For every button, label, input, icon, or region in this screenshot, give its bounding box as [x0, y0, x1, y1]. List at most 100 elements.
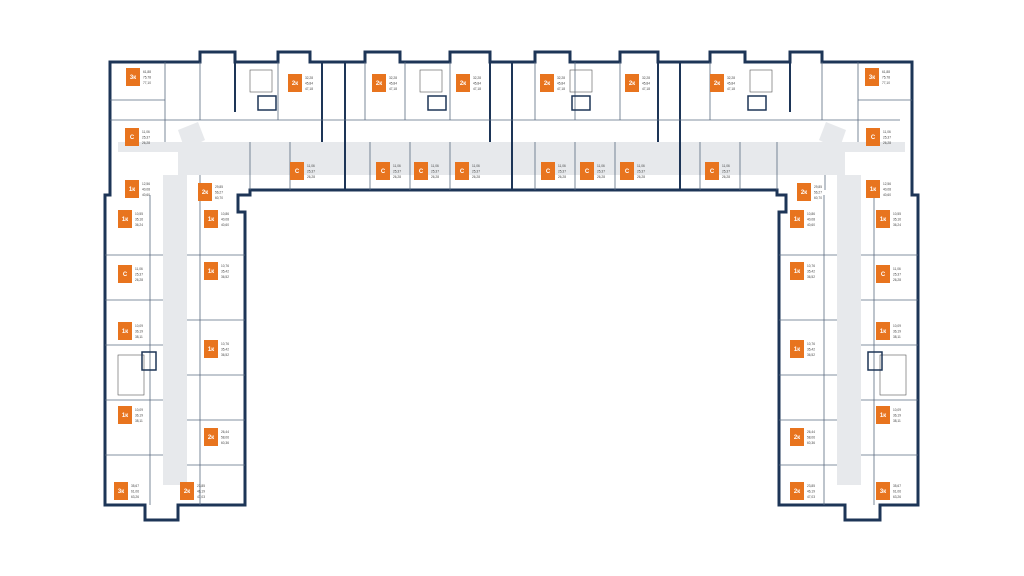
apartment-area: 40,08 [883, 188, 891, 192]
apartment-rooms: 3к [118, 489, 124, 495]
apartment-badge[interactable] [790, 482, 804, 500]
apartment-rooms: 1к [208, 347, 214, 353]
apartment-badge[interactable] [710, 74, 724, 92]
apartment-badge[interactable] [288, 74, 302, 92]
apartment-rooms: С [130, 135, 135, 141]
apartment-badge[interactable] [372, 74, 386, 92]
apartment-badge[interactable] [180, 482, 194, 500]
apartment-badge[interactable] [865, 68, 879, 86]
apartment-area: 10,09 [135, 324, 143, 328]
apartment-rooms: С [625, 169, 630, 175]
apartment-badge[interactable] [456, 74, 470, 92]
apartment-badge[interactable] [797, 183, 811, 201]
apartment-badge[interactable] [114, 482, 128, 500]
apartment-badge[interactable] [790, 262, 804, 280]
apartment-badge[interactable] [876, 265, 890, 283]
apartment-rooms: 1к [880, 329, 886, 335]
apartment-rooms: 2к [376, 81, 382, 87]
apartment-badge[interactable] [118, 322, 132, 340]
apartment-badge[interactable] [414, 162, 428, 180]
apartment-badge[interactable] [541, 162, 555, 180]
apartment-badge[interactable] [790, 340, 804, 358]
apartment-badge[interactable] [876, 482, 890, 500]
apartment-area: 47,03 [807, 495, 815, 499]
apartment-badge[interactable] [118, 210, 132, 228]
apartment-area: 75,78 [882, 76, 890, 80]
apartment-rooms: 2к [292, 81, 298, 87]
apartment-badge[interactable] [204, 262, 218, 280]
apartment-badge[interactable] [204, 340, 218, 358]
apartment-badge[interactable] [126, 68, 140, 86]
apartment-badge[interactable] [866, 180, 880, 198]
apartment-badge[interactable] [790, 428, 804, 446]
apartment-badge[interactable] [876, 406, 890, 424]
apartment-area: 11,06 [883, 130, 891, 134]
apartment-badge[interactable] [118, 265, 132, 283]
apartment-rooms: С [295, 169, 300, 175]
apartment-badge[interactable] [204, 210, 218, 228]
apartment-badge[interactable] [118, 406, 132, 424]
apartment-badge[interactable] [866, 128, 880, 146]
apartment-badge[interactable] [580, 162, 594, 180]
apartment-area: 61,06 [131, 490, 139, 494]
apartment-badge[interactable] [790, 210, 804, 228]
apartment-badge[interactable] [290, 162, 304, 180]
apartment-badge[interactable] [625, 74, 639, 92]
apartment-badge[interactable] [876, 210, 890, 228]
apartment-badge[interactable] [198, 183, 212, 201]
apartment-rooms: С [871, 135, 876, 141]
apartment-badge[interactable] [705, 162, 719, 180]
apartment-badge[interactable] [125, 180, 139, 198]
apartment-badge[interactable] [455, 162, 469, 180]
apartment-badge[interactable] [125, 128, 139, 146]
apartment-badge[interactable] [376, 162, 390, 180]
apartment-badge[interactable] [204, 428, 218, 446]
apartment-area: 36,19 [893, 330, 901, 334]
apartment-badge[interactable] [620, 162, 634, 180]
apartment-badge[interactable] [540, 74, 554, 92]
apartment-badge[interactable] [876, 322, 890, 340]
